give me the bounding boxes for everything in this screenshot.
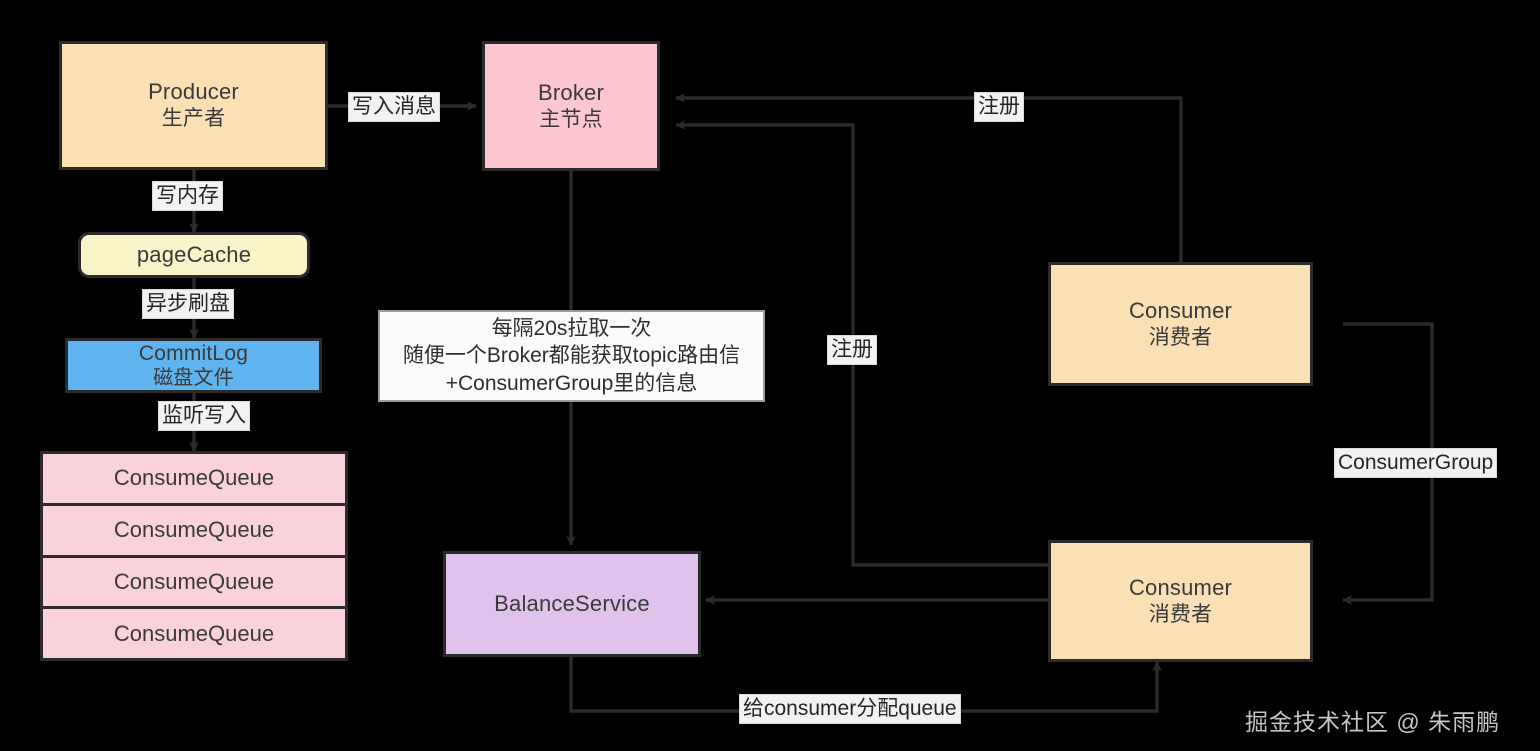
node-consumer-top-label-en: Consumer <box>1128 297 1233 323</box>
node-consumer-top[interactable]: Consumer 消费者 <box>1048 262 1313 386</box>
list-item[interactable]: ConsumeQueue <box>43 558 345 610</box>
edge-label-write-message: 写入消息 <box>348 92 440 123</box>
watermark: 掘金技术社区 @ 朱雨鹏 <box>1245 709 1501 735</box>
wire-consumer-top-register <box>675 93 1183 262</box>
edge-label-register-mid: 注册 <box>827 335 877 366</box>
node-broker-label-en: Broker <box>538 79 604 105</box>
node-commitlog-label-en: CommitLog <box>138 341 249 365</box>
edge-label-register-top: 注册 <box>974 92 1024 123</box>
edge-label-consumergroup: ConsumerGroup <box>1334 448 1498 479</box>
edge-label-listen-write: 监听写入 <box>158 401 250 432</box>
node-consumer-top-label-zh: 消费者 <box>1148 325 1213 349</box>
list-item[interactable]: ConsumeQueue <box>43 506 345 558</box>
node-pagecache[interactable]: pageCache <box>78 232 310 278</box>
node-consumer-bottom-label-zh: 消费者 <box>1148 602 1213 626</box>
note-line-3: +ConsumerGroup里的信息 <box>445 371 698 395</box>
node-pagecache-label: pageCache <box>136 241 252 267</box>
node-balanceservice[interactable]: BalanceService <box>443 551 701 657</box>
node-producer[interactable]: Producer 生产者 <box>59 41 328 170</box>
node-balanceservice-label: BalanceService <box>494 590 650 616</box>
node-broker-label-zh: 主节点 <box>539 107 603 131</box>
list-item[interactable]: ConsumeQueue <box>43 454 345 506</box>
node-producer-label-en: Producer <box>148 79 239 105</box>
note-line-2: 随便一个Broker都能获取topic路由信 <box>402 344 741 368</box>
node-broker[interactable]: Broker 主节点 <box>482 41 660 171</box>
note-broker-pull-info: 每隔20s拉取一次 随便一个Broker都能获取topic路由信 +Consum… <box>378 310 765 402</box>
edge-label-write-memory: 写内存 <box>152 181 223 212</box>
list-item[interactable]: ConsumeQueue <box>113 620 275 646</box>
edge-label-assign-queue: 给consumer分配queue <box>739 694 961 725</box>
note-line-1: 每隔20s拉取一次 <box>491 317 652 340</box>
node-commitlog-label-zh: 磁盘文件 <box>153 367 234 390</box>
node-consumer-bottom[interactable]: Consumer 消费者 <box>1048 540 1313 662</box>
edge-label-async-flush: 异步刷盘 <box>142 289 234 320</box>
node-commitlog[interactable]: CommitLog 磁盘文件 <box>65 338 322 393</box>
node-producer-label-zh: 生产者 <box>161 107 226 131</box>
consumequeue-stack: ConsumeQueue ConsumeQueue ConsumeQueue C… <box>40 451 348 661</box>
node-consumer-bottom-label-en: Consumer <box>1128 574 1233 600</box>
